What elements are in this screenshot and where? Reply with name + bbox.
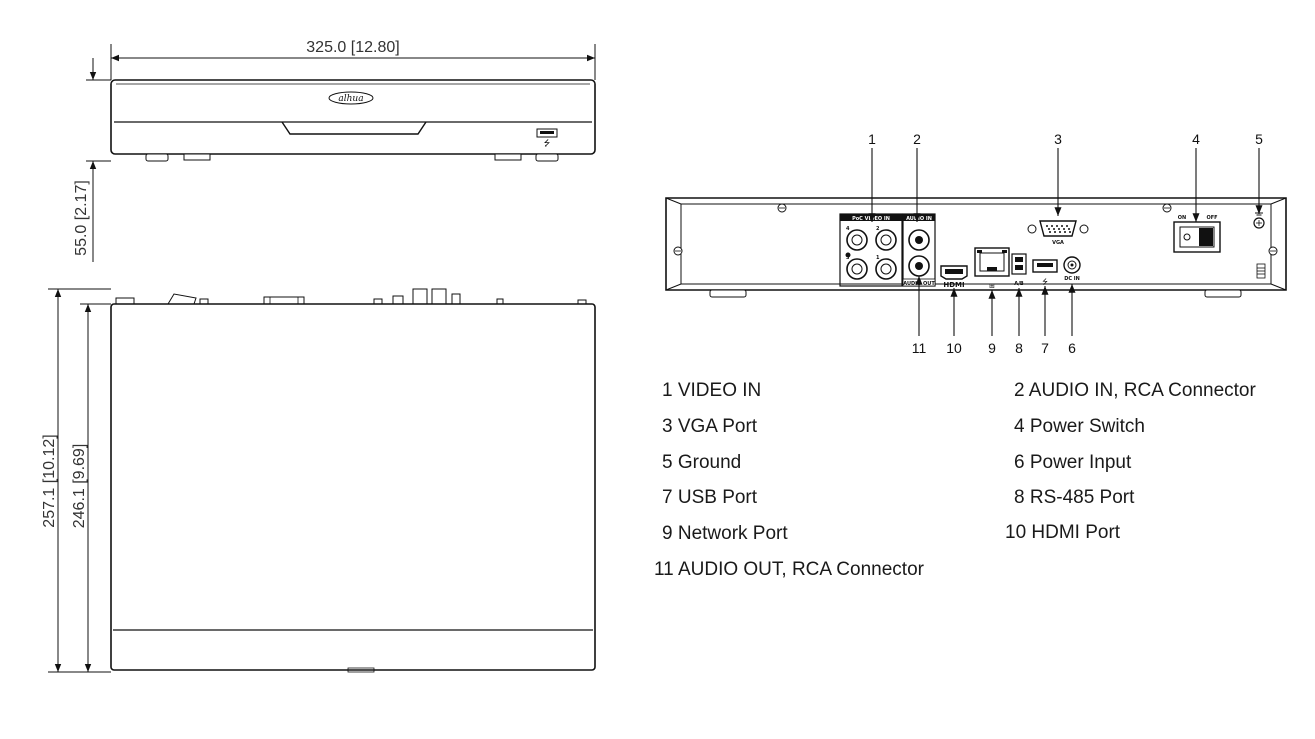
foot — [145, 153, 169, 162]
callout-8: 8 — [1015, 340, 1023, 356]
usb-icon: ⭍ — [1042, 278, 1048, 286]
height-dimension-label: 55.0 [2.17] — [73, 180, 90, 256]
callout-9: 9 — [988, 340, 996, 356]
switch-on-label: ON — [1178, 215, 1186, 221]
callout-6: 6 — [1068, 340, 1076, 356]
vga-panel-label: VGA — [1052, 240, 1064, 246]
callout-2: 2 — [913, 131, 921, 147]
channel-4-label: 4 — [846, 226, 850, 232]
legend-item: 3 VGA Port — [662, 416, 758, 437]
callout-4: 4 — [1192, 131, 1200, 147]
vga-port — [1039, 220, 1077, 237]
top-chassis — [110, 303, 596, 671]
dc-in-panel-label: DC IN — [1064, 276, 1080, 282]
front-usb-port — [536, 128, 558, 138]
callout-3: 3 — [1054, 131, 1062, 147]
top-view: 257.1 [10.12] 246.1 [9.69] — [41, 288, 596, 673]
depth-inner-dimension-label: 246.1 [9.69] — [71, 444, 88, 529]
legend-item: 4 Power Switch — [1014, 416, 1145, 437]
callout-1: 1 — [868, 131, 876, 147]
callout-7: 7 — [1041, 340, 1049, 356]
callout-11: 11 — [912, 340, 927, 356]
rs485-panel-label: A/B — [1014, 281, 1024, 287]
audio-in-panel-label: AUDIO IN — [906, 216, 932, 222]
bnc-connectors — [846, 229, 897, 280]
rear-panel: PoC VIDEO IN 4 2 3 1 AUDIO IN AUDIO OUT … — [665, 131, 1287, 356]
usb-icon: ⭍ — [544, 139, 551, 148]
front-chassis — [110, 79, 596, 155]
legend-item: 6 Power Input — [1014, 452, 1132, 473]
legend-item: 7 USB Port — [662, 487, 758, 508]
network-icon: ⊞ — [989, 282, 995, 290]
depth-outer-dimension-label: 257.1 [10.12] — [41, 434, 58, 527]
channel-3-label: 3 — [846, 255, 850, 261]
foot — [183, 153, 211, 161]
foot — [535, 153, 559, 162]
legend-item: 9 Network Port — [662, 523, 788, 544]
foot — [494, 153, 522, 161]
front-view: 325.0 [12.80] alhua ⭍ 55.0 [2.17] — [73, 39, 596, 262]
width-dimension-label: 325.0 [12.80] — [306, 39, 399, 56]
hdmi-panel-label: HDMI — [943, 281, 964, 289]
channel-2-label: 2 — [876, 226, 880, 232]
switch-off-label: OFF — [1206, 215, 1217, 221]
callout-leaders-bottom — [915, 276, 1076, 336]
brand-logo — [328, 91, 374, 105]
legend-item: 2 AUDIO IN, RCA Connector — [1014, 380, 1256, 401]
legend-item: 10 HDMI Port — [1005, 522, 1121, 543]
legend-item: 11 AUDIO OUT, RCA Connector — [654, 559, 924, 580]
legend-item: 8 RS-485 Port — [1014, 487, 1135, 508]
brand-logo-text: alhua — [338, 94, 363, 104]
callout-5: 5 — [1255, 131, 1263, 147]
legend-item: 5 Ground — [662, 452, 742, 473]
front-indicator-strip — [281, 121, 427, 135]
channel-1-label: 1 — [876, 255, 880, 261]
callout-leaders-top — [868, 148, 1263, 222]
callout-10: 10 — [946, 340, 962, 356]
legend-item: 1 VIDEO IN — [662, 380, 762, 401]
poc-video-in-label: PoC VIDEO IN — [852, 216, 890, 222]
